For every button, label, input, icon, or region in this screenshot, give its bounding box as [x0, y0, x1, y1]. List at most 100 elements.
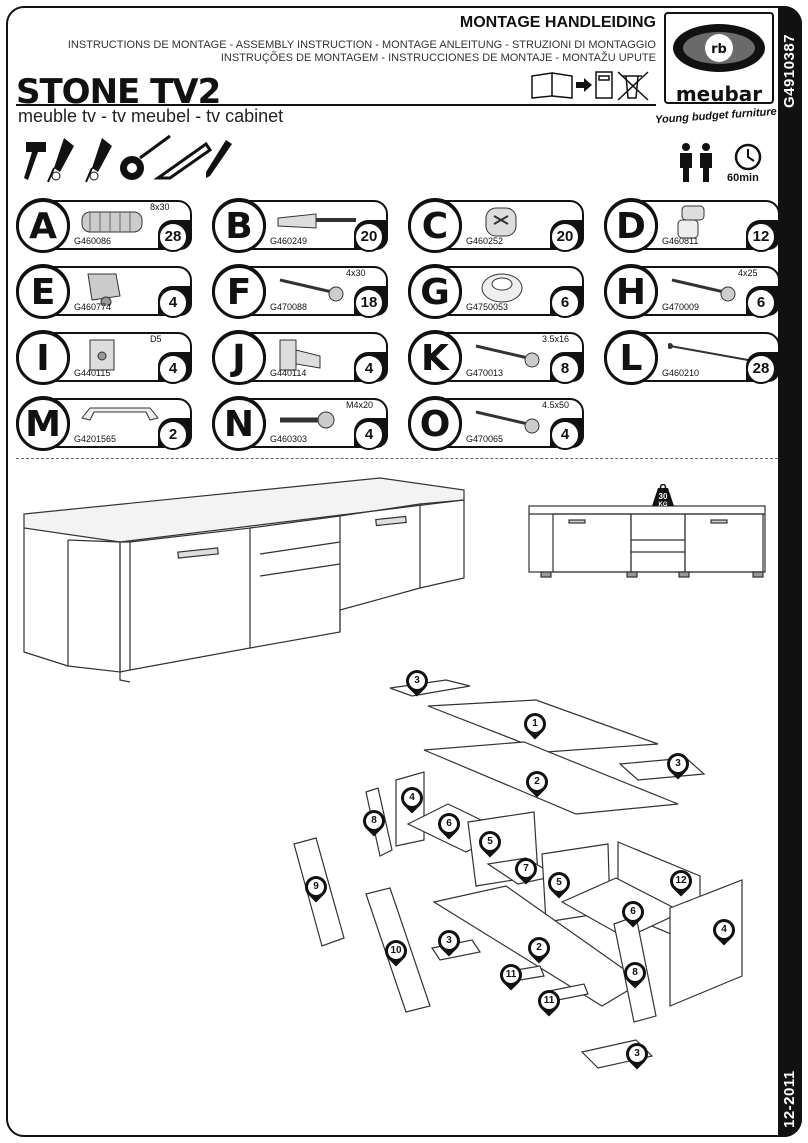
panel-callout: 12: [665, 865, 697, 897]
part-quantity-badge: 4: [158, 352, 192, 384]
part-letter: N: [212, 397, 266, 451]
screw-icon: [475, 344, 540, 368]
manual-icons: [531, 71, 649, 101]
svg-text:rb: rb: [711, 42, 727, 57]
clock-icon: [734, 143, 762, 171]
part-quantity: 18: [354, 288, 384, 318]
part-size: D5: [150, 334, 162, 344]
weight-limit: 30 KG: [656, 492, 670, 510]
panel-callout: 3: [621, 1038, 653, 1070]
screw-icon: [279, 278, 344, 302]
part-quantity-badge: 20: [550, 220, 584, 252]
panel-number: 11: [540, 992, 558, 1010]
part-quantity: 28: [746, 354, 776, 384]
part-code: G470088: [270, 302, 308, 312]
weight-icon: [652, 484, 674, 506]
bolt-icon: [280, 411, 335, 429]
panel-number: 1: [526, 715, 544, 733]
part-code: G460249: [270, 236, 308, 246]
panel-number: 2: [530, 939, 548, 957]
nail-icon: [668, 343, 749, 361]
panel-number: 9: [307, 878, 325, 896]
panel-number: 4: [715, 921, 733, 939]
section-divider: [16, 458, 778, 459]
part-letter: C: [408, 199, 462, 253]
two-persons-icon: [680, 143, 712, 182]
panel-number: 8: [365, 812, 383, 830]
brand-logo: rb: [664, 12, 774, 104]
part-quantity-badge: 4: [354, 418, 388, 450]
screwdriver-flat-icon: [47, 138, 74, 183]
part-quantity-badge: 28: [746, 352, 780, 384]
part-quantity: 4: [158, 288, 188, 318]
part-quantity-badge: 2: [158, 418, 192, 450]
part-code: G460210: [662, 368, 700, 378]
panel-number: 7: [517, 860, 535, 878]
panel-callout: 6: [617, 896, 649, 928]
part-size: 4x30: [346, 268, 366, 278]
part-quantity: 28: [158, 222, 188, 252]
part-code: G460252: [466, 236, 504, 246]
eye-logo-icon: rb: [673, 24, 765, 72]
panel-number: 5: [550, 874, 568, 892]
panel-number: 4: [403, 789, 421, 807]
hammer-icon: [24, 142, 46, 180]
panel-number: 8: [626, 964, 644, 982]
part-quantity: 4: [550, 420, 580, 450]
title-translations-line1: INSTRUCTIONS DE MONTAGE - ASSEMBLY INSTR…: [67, 39, 656, 51]
screw-icon: [475, 410, 540, 434]
no-bin-icon: [617, 71, 649, 101]
screwdriver-phillips-icon: [85, 138, 112, 183]
part-quantity: 20: [354, 222, 384, 252]
panel-callout: 1: [519, 708, 551, 740]
part-quantity-badge: 6: [746, 286, 780, 318]
part-quantity: 4: [354, 420, 384, 450]
part-size: 4.5x50: [542, 400, 570, 410]
assembled-cabinet-drawing: [23, 477, 465, 683]
product-description: meuble tv - tv meubel - tv cabinet: [18, 106, 284, 126]
panel-number: 5: [481, 833, 499, 851]
part-quantity-badge: 12: [746, 220, 780, 252]
product-divider: [16, 104, 656, 106]
part-quantity-badge: 20: [354, 220, 388, 252]
panel-callout: 2: [523, 932, 555, 964]
panel-callout: 5: [474, 826, 506, 858]
panel-number: 6: [440, 815, 458, 833]
cam-lock-icon: [485, 207, 517, 237]
part-quantity: 8: [550, 354, 580, 384]
part-code: G4750053: [466, 302, 509, 312]
part-quantity: 4: [354, 354, 384, 384]
part-size: M4x20: [346, 400, 374, 410]
part-code: G4201565: [74, 434, 117, 444]
part-quantity: 12: [746, 222, 776, 252]
part-code: G470009: [662, 302, 700, 312]
part-code: G460774: [74, 302, 112, 312]
panel-callout: 7: [510, 853, 542, 885]
part-quantity: 20: [550, 222, 580, 252]
part-letter: F: [212, 265, 266, 319]
part-quantity: 2: [158, 420, 188, 450]
weight-unit: KG: [658, 502, 668, 508]
part-letter: A: [16, 199, 70, 253]
part-code: G470065: [466, 434, 504, 444]
part-code: G460811: [662, 236, 699, 246]
page-title: MONTAGE HANDLEIDING: [459, 14, 656, 31]
part-letter: K: [408, 331, 462, 385]
part-quantity: 6: [550, 288, 580, 318]
part-quantity-badge: 6: [550, 286, 584, 318]
panel-callout: 4: [708, 914, 740, 946]
panel-callout: 8: [358, 805, 390, 837]
part-code: G470013: [466, 368, 504, 378]
glider-icon: [481, 273, 523, 303]
title-translations: INSTRUCTIONS DE MONTAGE - ASSEMBLY INSTR…: [16, 39, 656, 65]
tools-row: [24, 134, 232, 183]
title-translations-line2: INSTRUÇÕES DE MONTAGEM - INSTRUCCIONES D…: [220, 52, 656, 64]
